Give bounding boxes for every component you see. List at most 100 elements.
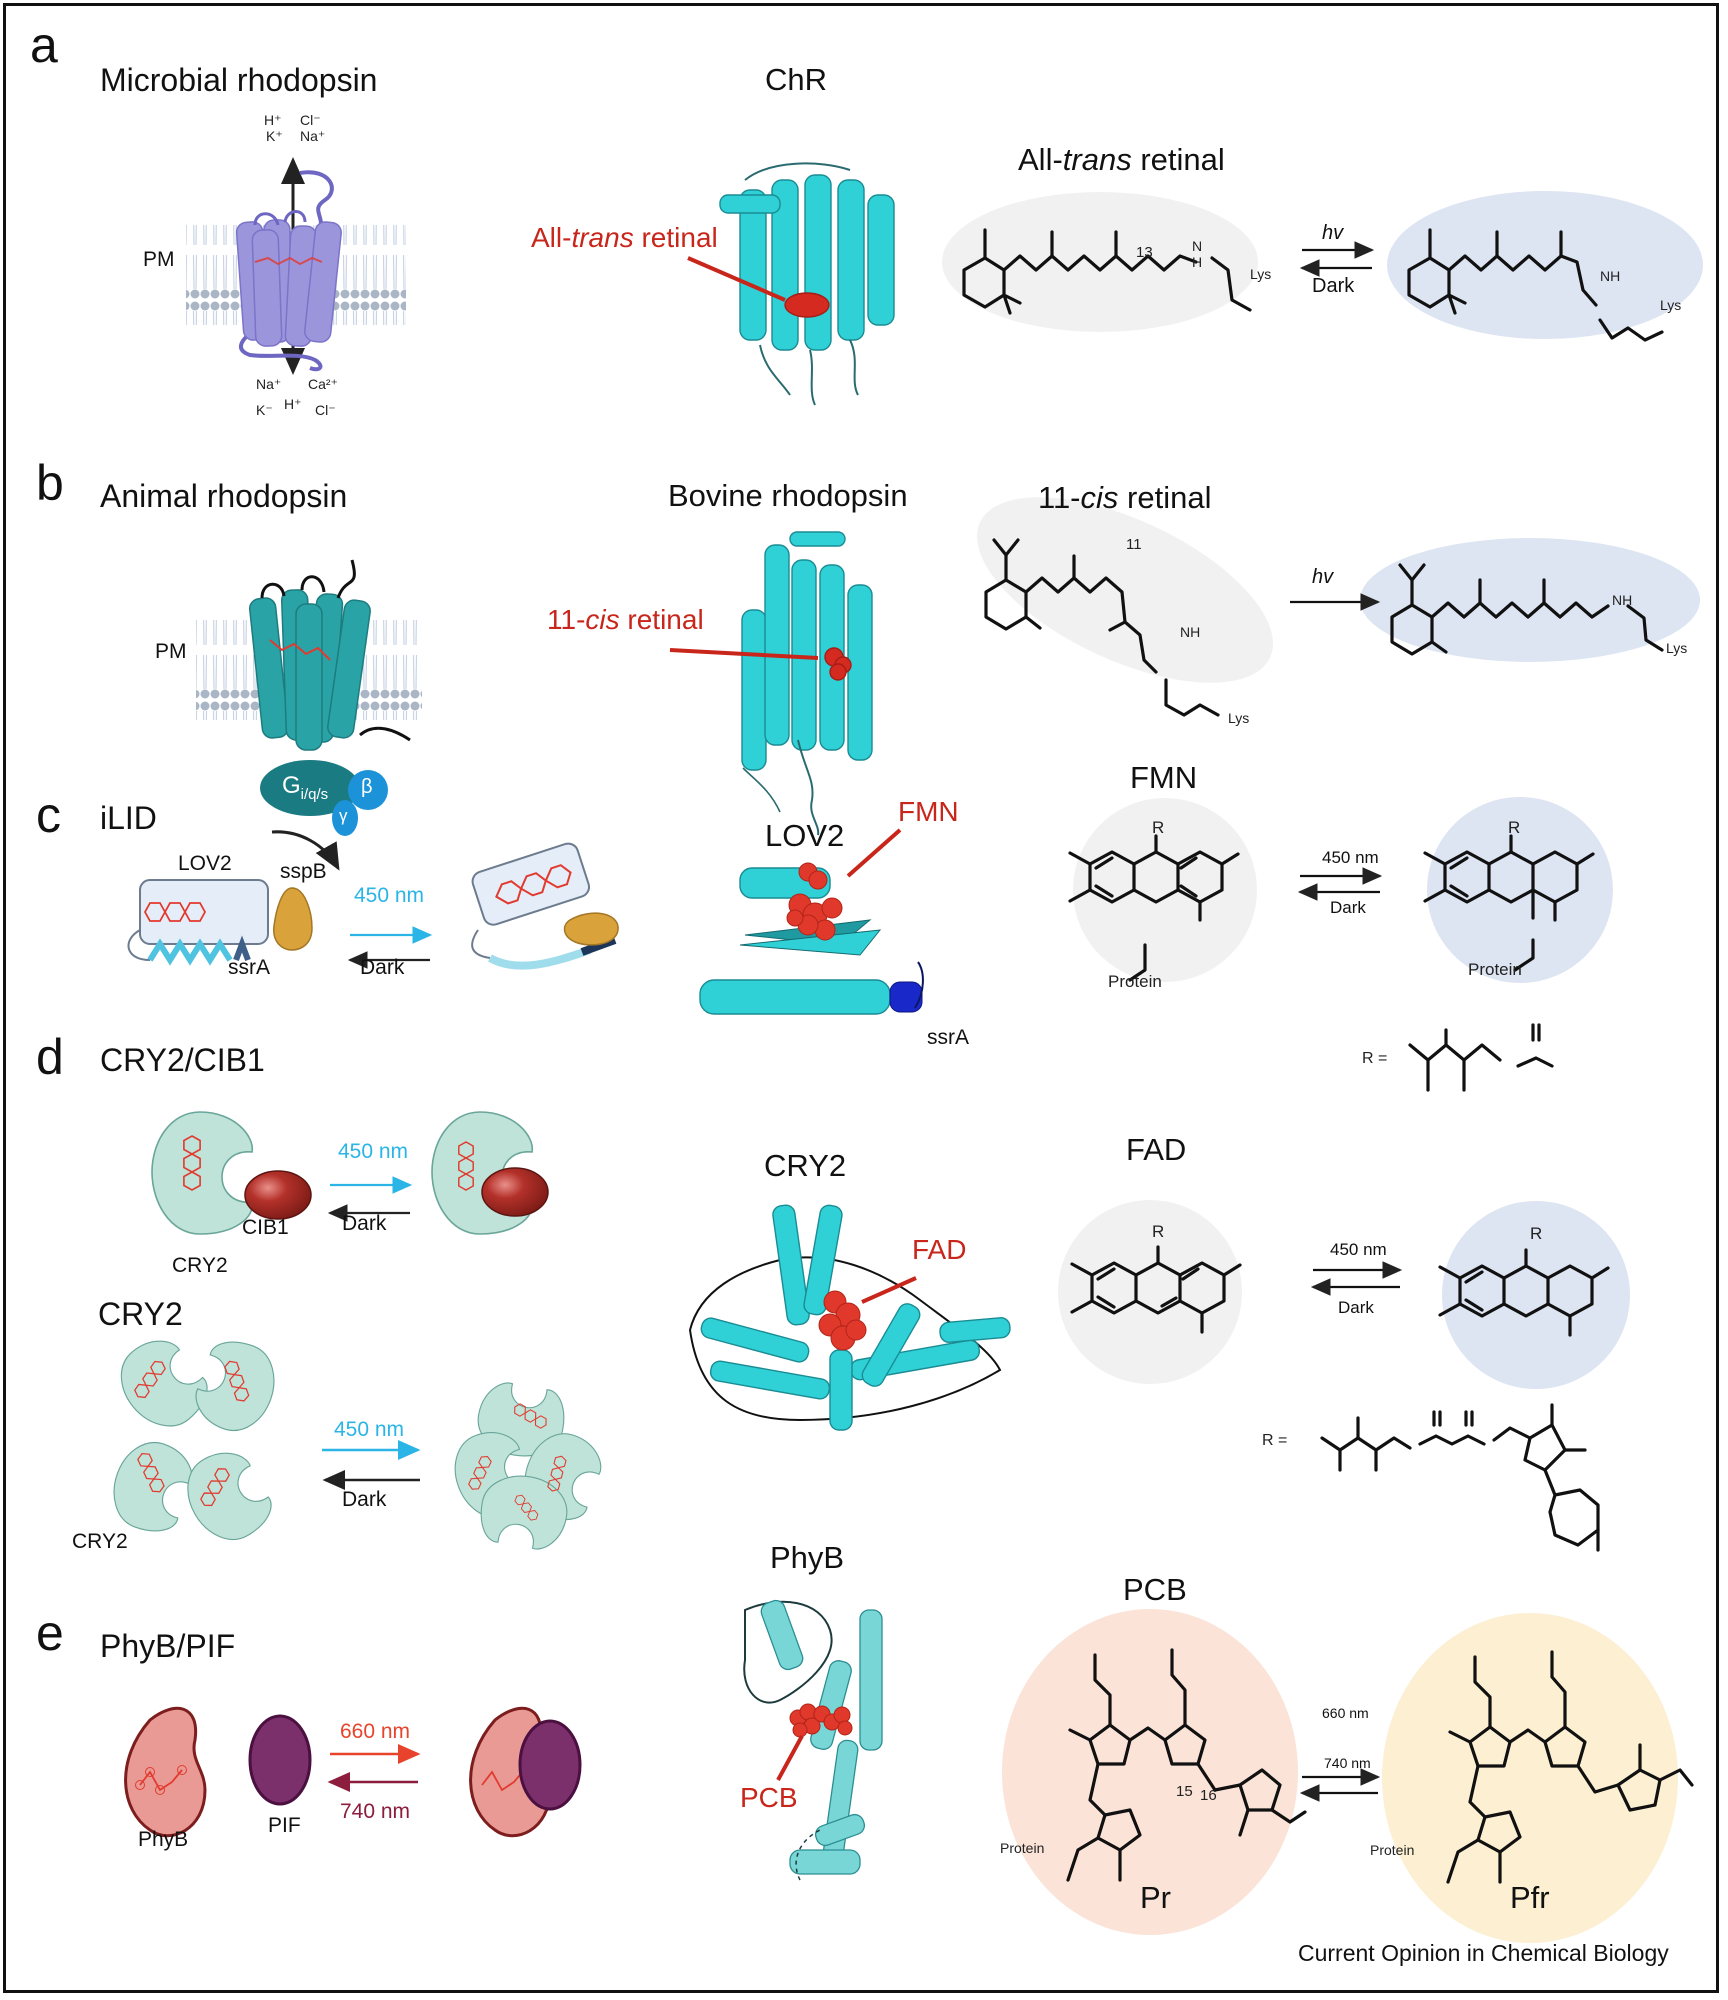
- g-label: G: [282, 772, 301, 799]
- ssra-structure-label: ssrA: [927, 1026, 969, 1049]
- cry2-oligo-title: CRY2: [98, 1296, 183, 1332]
- panel-c-title: iLID: [100, 800, 157, 836]
- pcb-title: PCB: [1123, 1572, 1187, 1607]
- title-prefix: 11-: [1038, 480, 1081, 515]
- title-italic: trans: [1062, 142, 1132, 177]
- red-light-label: 660 nm: [1322, 1705, 1369, 1721]
- journal-footer: Current Opinion in Chemical Biology: [1298, 1940, 1669, 1966]
- fad-oxidized-molecule: [1070, 1245, 1242, 1334]
- hv-label: hv: [1322, 222, 1344, 244]
- r-atom: R: [1152, 1222, 1165, 1241]
- g-sub-label: i/q/s: [300, 785, 329, 803]
- ion-label: Na⁺: [256, 376, 282, 392]
- ion-label: H⁺: [264, 112, 282, 128]
- ground-state-ellipse-a: [942, 192, 1258, 332]
- figure-frame: [3, 3, 1719, 1993]
- dark-label: Dark: [342, 1212, 387, 1235]
- blue-light-label: 450 nm: [334, 1418, 405, 1441]
- all-trans-retinal-title: All-trans retinal: [1018, 142, 1225, 178]
- fmn-adduct-molecule: [1423, 834, 1595, 972]
- phyb-structure: [743, 1599, 883, 1881]
- ion-label: K⁺: [266, 128, 283, 144]
- callout-italic: trans: [571, 222, 634, 253]
- pcb-callout-label: PCB: [740, 1782, 798, 1813]
- lit-state-circle-fad: [1442, 1201, 1630, 1389]
- chr-callout-label: All-trans retinal: [531, 222, 718, 254]
- cry2-label: CRY2: [172, 1254, 228, 1277]
- lov2-callout-line: [846, 828, 902, 878]
- g-gamma-subunit: [332, 800, 358, 836]
- sspb-label: sspB: [280, 860, 327, 883]
- callout-prefix: All-: [531, 222, 572, 253]
- panel-e-title: PhyB/PIF: [100, 1628, 236, 1664]
- lov2-label: LOV2: [178, 852, 232, 875]
- hv-label: hv: [1312, 566, 1334, 588]
- g-beta-subunit: [348, 770, 388, 810]
- fad-title: FAD: [1126, 1132, 1187, 1167]
- protein-label: Protein: [1000, 1840, 1045, 1856]
- 11-cis-retinal-title: 11-cis retinal: [1038, 480, 1211, 516]
- ground-state-circle-fad: [1058, 1200, 1242, 1384]
- ground-state-circle-fmn: [1073, 798, 1257, 982]
- chr-structure: [719, 162, 895, 406]
- r-atom: R: [1152, 818, 1165, 837]
- lit-state-circle-fmn: [1427, 797, 1613, 983]
- title-suffix: retinal: [1118, 480, 1212, 515]
- red-light-label: 660 nm: [340, 1720, 411, 1743]
- carbon-label: 16: [1200, 1787, 1217, 1804]
- lov2-structure: [699, 767, 924, 1015]
- fad-r-group: [1320, 1403, 1600, 1552]
- r-atom: R: [1530, 1224, 1543, 1243]
- nh-label: NH: [1612, 592, 1633, 608]
- bovine-callout-line: [669, 648, 819, 660]
- fmn-r-group: [1408, 1023, 1554, 1092]
- fad-callout-label: FAD: [912, 1234, 967, 1265]
- panel-letter-d: d: [36, 1029, 64, 1085]
- dark-label: Dark: [360, 956, 405, 979]
- lit-state-ellipse-b: [1360, 538, 1700, 662]
- cry2-callout-line: [861, 1276, 917, 1304]
- cib1-protein: [244, 1170, 312, 1220]
- cib1-label: CIB1: [242, 1216, 289, 1239]
- cry2-cib1-cartoon: [151, 1111, 549, 1235]
- lys-label: Lys: [1666, 640, 1688, 656]
- title-italic: cis: [1080, 480, 1119, 515]
- pif-protein: [248, 1714, 312, 1806]
- sspb-protein: [273, 887, 313, 951]
- blue-light-label: 450 nm: [1330, 1240, 1387, 1259]
- blue-light-label: 450 nm: [1322, 848, 1379, 867]
- cry2-structure-title: CRY2: [764, 1148, 847, 1183]
- ilid-cartoon: [127, 842, 619, 970]
- ion-label: Ca²⁺: [308, 376, 338, 392]
- title-prefix: All-: [1018, 142, 1063, 177]
- panel-letter-e: e: [36, 1605, 64, 1661]
- chr-callout-line: [687, 256, 786, 302]
- nh-h-label: H: [1192, 254, 1203, 270]
- r-equals-label: R =: [1362, 1050, 1388, 1067]
- pr-state-label: Pr: [1140, 1880, 1171, 1915]
- far-red-light-label: 740 nm: [340, 1800, 411, 1823]
- bovine-rhodopsin-structure: [741, 531, 873, 836]
- all-trans-retinal-molecule: [962, 228, 1252, 315]
- lys-label: Lys: [1228, 710, 1250, 726]
- panel-b-title: Animal rhodopsin: [100, 478, 348, 514]
- pcb-pfr-molecule: [1446, 1650, 1694, 1884]
- pfr-state-label: Pfr: [1510, 1880, 1550, 1915]
- panel-a-title: Microbial rhodopsin: [100, 62, 378, 98]
- ion-label: Cl⁻: [315, 402, 336, 418]
- callout-suffix: retinal: [619, 604, 704, 635]
- panel-letter-c: c: [36, 787, 61, 843]
- bovine-rhodopsin-title: Bovine rhodopsin: [668, 478, 908, 513]
- r-atom: R: [1508, 818, 1521, 837]
- phyb-callout-line: [776, 1735, 804, 1781]
- panel-letter-b: b: [36, 455, 64, 511]
- carbon-11-label: 11: [1126, 536, 1142, 553]
- nh-label: NH: [1180, 624, 1201, 640]
- phyb-protein: [124, 1706, 207, 1838]
- far-red-light-label: 740 nm: [1324, 1755, 1371, 1771]
- callout-italic: cis: [585, 604, 620, 635]
- cry2-oligomerization-cartoon: [101, 1327, 610, 1554]
- fmn-callout-label: FMN: [898, 796, 959, 827]
- nh-label: NH: [1600, 268, 1621, 284]
- all-trans-retinal-product: [1390, 563, 1664, 656]
